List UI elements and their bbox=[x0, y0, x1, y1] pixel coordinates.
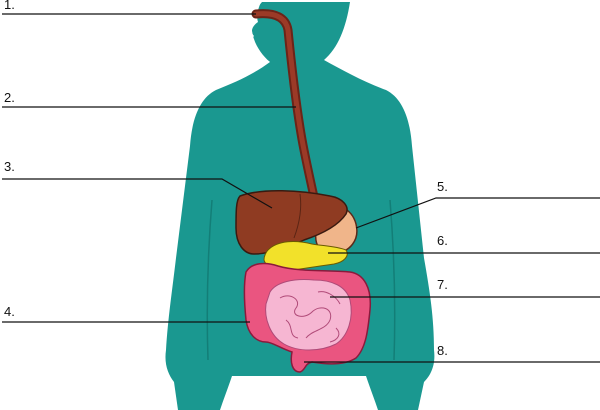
leader-line-3 bbox=[2, 178, 273, 209]
label-number-7: 7. bbox=[437, 277, 448, 292]
liver-lobe-line bbox=[293, 193, 302, 239]
small-intestine bbox=[265, 279, 352, 351]
small-intestine-folds bbox=[279, 291, 341, 343]
liver bbox=[235, 190, 348, 255]
leader-line-5 bbox=[355, 197, 600, 229]
label-number-2: 2. bbox=[4, 90, 15, 105]
label-number-4: 4. bbox=[4, 304, 15, 319]
pancreas bbox=[263, 241, 348, 271]
esophagus-inner bbox=[253, 11, 319, 209]
right-arm-line bbox=[389, 199, 396, 361]
label-number-6: 6. bbox=[437, 233, 448, 248]
label-number-1: 1. bbox=[4, 0, 15, 12]
label-number-8: 8. bbox=[437, 343, 448, 358]
leader-lines bbox=[2, 13, 600, 363]
label-number-3: 3. bbox=[4, 159, 15, 174]
label-number-5: 5. bbox=[437, 179, 448, 194]
left-arm-line bbox=[206, 199, 213, 361]
